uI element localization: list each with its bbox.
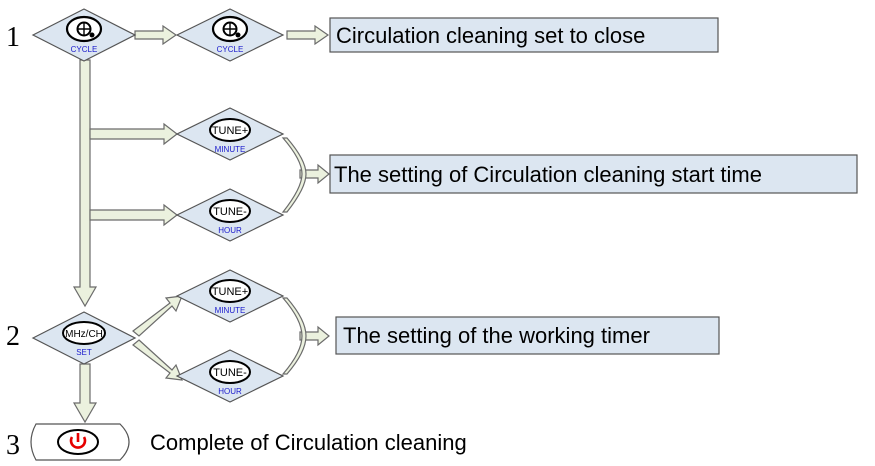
tune-minus-hour-2-label: TUNE-: [213, 367, 247, 379]
mhz-ch-label: MHz/CH: [65, 329, 103, 340]
tune-plus-minute-button[interactable]: TUNE+ MINUTE: [175, 107, 285, 161]
mhz-ch-sublabel: SET: [76, 348, 92, 357]
result-working-timer-box: The setting of the working timer: [335, 316, 720, 355]
result-close-box: Circulation cleaning set to close: [329, 17, 719, 53]
step-number-3: 3: [6, 430, 20, 461]
tune-minus-hour-button[interactable]: TUNE- HOUR: [175, 188, 285, 242]
cycle-icon-second: [211, 15, 249, 43]
mhz-ch-set-button[interactable]: MHz/CH SET: [31, 311, 137, 365]
arrow-mhz-to-tune-minus: [132, 339, 183, 381]
step-number-1: 1: [6, 22, 20, 53]
tune-minus-hour-button-2[interactable]: TUNE- HOUR: [175, 349, 285, 403]
result-complete-text: Complete of Circulation cleaning: [150, 430, 467, 455]
tune-plus-minute-button-2[interactable]: TUNE+ MINUTE: [175, 269, 285, 323]
tune-minus-hour-sublabel: HOUR: [218, 226, 242, 235]
tune-minus-hour-2-sublabel: HOUR: [218, 387, 242, 396]
result-close-text: Circulation cleaning set to close: [336, 23, 645, 48]
cycle-icon: [65, 15, 103, 43]
arrow-cycle-to-close: [286, 24, 330, 46]
merge-brackets: [281, 137, 307, 375]
arrow-trunk-1-to-2: [72, 59, 98, 308]
cycle-second-sublabel: CYCLE: [217, 45, 244, 54]
result-start-time-box: The setting of Circulation cleaning star…: [329, 154, 858, 194]
tune-plus-minute-sublabel: MINUTE: [215, 145, 246, 154]
arrow-to-tune-plus-minute: [89, 122, 178, 146]
arrow-to-tune-minus-hour: [89, 203, 178, 227]
cycle-main-sublabel: CYCLE: [71, 45, 98, 54]
cycle-button-main[interactable]: CYCLE: [31, 8, 137, 62]
arrow-cycle-to-cycle: [134, 24, 178, 46]
power-icon: [57, 429, 99, 455]
bracket-start-time: [281, 137, 307, 213]
arrow-2-to-3: [72, 363, 98, 424]
tune-minus-hour-label: TUNE-: [213, 206, 247, 218]
arrow-mhz-to-tune-plus: [132, 295, 183, 337]
result-start-time-text: The setting of Circulation cleaning star…: [334, 162, 762, 187]
connectors: [72, 24, 330, 424]
cycle-button-second[interactable]: CYCLE: [175, 8, 285, 62]
result-working-timer-text: The setting of the working timer: [343, 323, 650, 348]
tune-plus-minute-2-sublabel: MINUTE: [215, 306, 246, 315]
tune-plus-minute-label: TUNE+: [212, 125, 248, 137]
bracket-working-timer: [281, 297, 307, 375]
tune-plus-minute-2-label: TUNE+: [212, 286, 248, 298]
power-button[interactable]: [30, 423, 130, 461]
step-number-2: 2: [6, 321, 20, 352]
